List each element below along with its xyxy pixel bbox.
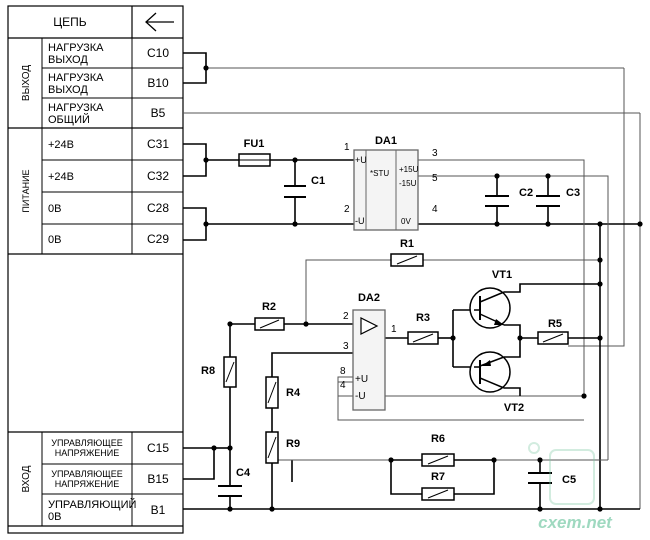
resistor-r6 xyxy=(421,453,455,467)
label-r4: R4 xyxy=(286,387,301,399)
label-c1: C1 xyxy=(311,175,325,187)
row-label: ОБЩИЙ xyxy=(48,113,90,126)
watermark-text: cxem.net xyxy=(538,513,613,532)
row-label: УПРАВЛЯЮЩЕЕ xyxy=(51,469,122,479)
row-label: ВЫХОД xyxy=(48,54,88,66)
row-label: НАГРУЗКА xyxy=(48,102,104,114)
capacitor-c3 xyxy=(536,195,560,207)
label-vt1: VT1 xyxy=(492,269,512,281)
row-label: 0В xyxy=(48,203,61,215)
transistor-vt2 xyxy=(469,351,511,393)
row-pin: C28 xyxy=(147,201,169,215)
resistor-r8 xyxy=(223,356,237,388)
label-fu1: FU1 xyxy=(244,138,265,150)
wires xyxy=(183,52,641,510)
label-vt2: VT2 xyxy=(504,402,524,414)
label-r5: R5 xyxy=(548,318,562,330)
cxem-logo xyxy=(528,442,595,505)
transistor-vt1 xyxy=(469,287,511,329)
label-c4: C4 xyxy=(236,467,251,479)
opamp-da2 xyxy=(352,309,386,411)
label-r8: R8 xyxy=(201,365,215,377)
row-label: НАГРУЗКА xyxy=(48,42,104,54)
label-da1: DA1 xyxy=(375,135,397,147)
da1-type: *STU xyxy=(370,169,389,178)
capacitor-c1 xyxy=(284,185,306,198)
capacitor-c4 xyxy=(218,485,242,497)
da1-out-zero: 0V xyxy=(401,217,411,226)
capacitor-c5 xyxy=(528,472,552,484)
da1-in-pos: +U xyxy=(355,155,367,165)
row-label: 0В xyxy=(48,511,61,523)
label-da2: DA2 xyxy=(358,292,380,304)
row-pin: C10 xyxy=(147,46,169,60)
group-power-label: ПИТАНИЕ xyxy=(21,169,31,212)
da1-pin1: 1 xyxy=(344,142,350,153)
label-r2: R2 xyxy=(262,301,276,313)
resistor-r9 xyxy=(265,431,279,464)
row-label: УПРАВЛЯЮЩИЙ xyxy=(48,498,136,511)
row-label: ВЫХОД xyxy=(48,84,88,96)
row-label: НАПРЯЖЕНИЕ xyxy=(55,479,119,489)
connector-table xyxy=(7,5,184,534)
regulator-da1 xyxy=(353,149,419,231)
group-output-label: ВЫХОД xyxy=(21,65,32,101)
resistor-r7 xyxy=(421,487,455,501)
row-label: УПРАВЛЯЮЩЕЕ xyxy=(51,438,122,448)
row-pin: C29 xyxy=(147,232,169,246)
da1-pin4: 4 xyxy=(432,204,438,215)
capacitor-c2 xyxy=(485,195,509,207)
label-r7: R7 xyxy=(431,471,445,483)
da1-pin5: 5 xyxy=(432,173,438,184)
row-pin: B10 xyxy=(147,76,169,90)
da1-out-pos: +15U xyxy=(399,165,419,174)
da2-pin2: 2 xyxy=(343,311,349,322)
da2-pwr-pos: +U xyxy=(355,374,368,385)
label-r6: R6 xyxy=(431,433,445,445)
da1-pin3: 3 xyxy=(432,148,438,159)
label-r1: R1 xyxy=(400,238,414,250)
resistor-r1 xyxy=(390,253,424,267)
label-c5: C5 xyxy=(562,474,576,486)
row-label: +24В xyxy=(48,139,74,151)
da2-pin4: 4 xyxy=(340,380,346,391)
row-label: +24В xyxy=(48,171,74,183)
resistor-r4 xyxy=(265,376,279,409)
da2-pin1: 1 xyxy=(391,324,397,335)
group-input-label: ВХОД xyxy=(21,465,32,492)
resistor-r5 xyxy=(537,331,569,345)
label-c3: C3 xyxy=(566,187,580,199)
back-arrow-icon[interactable] xyxy=(145,12,174,32)
da1-out-neg: -15U xyxy=(399,179,417,188)
da1-pin2: 2 xyxy=(344,204,350,215)
fuse-fu1 xyxy=(238,153,271,167)
row-label: 0В xyxy=(48,234,61,246)
row-pin: C32 xyxy=(147,169,169,183)
row-label: НАПРЯЖЕНИЕ xyxy=(55,448,119,458)
row-pin: C15 xyxy=(147,441,169,455)
label-c2: C2 xyxy=(519,187,533,199)
row-pin: C31 xyxy=(147,137,169,151)
resistor-r2 xyxy=(254,317,285,331)
da2-pwr-neg: -U xyxy=(355,391,366,402)
label-r9: R9 xyxy=(286,438,300,450)
da2-pin8: 8 xyxy=(340,366,346,377)
da1-in-neg: -U xyxy=(355,216,365,226)
label-r3: R3 xyxy=(416,312,430,324)
row-pin: B15 xyxy=(147,472,169,486)
row-pin: B5 xyxy=(151,106,166,120)
resistor-r3 xyxy=(407,331,439,345)
table-header: ЦЕПЬ xyxy=(53,15,87,29)
da2-pin3: 3 xyxy=(343,341,349,352)
row-pin: B1 xyxy=(151,503,166,517)
row-label: НАГРУЗКА xyxy=(48,72,104,84)
junctions xyxy=(203,65,643,512)
